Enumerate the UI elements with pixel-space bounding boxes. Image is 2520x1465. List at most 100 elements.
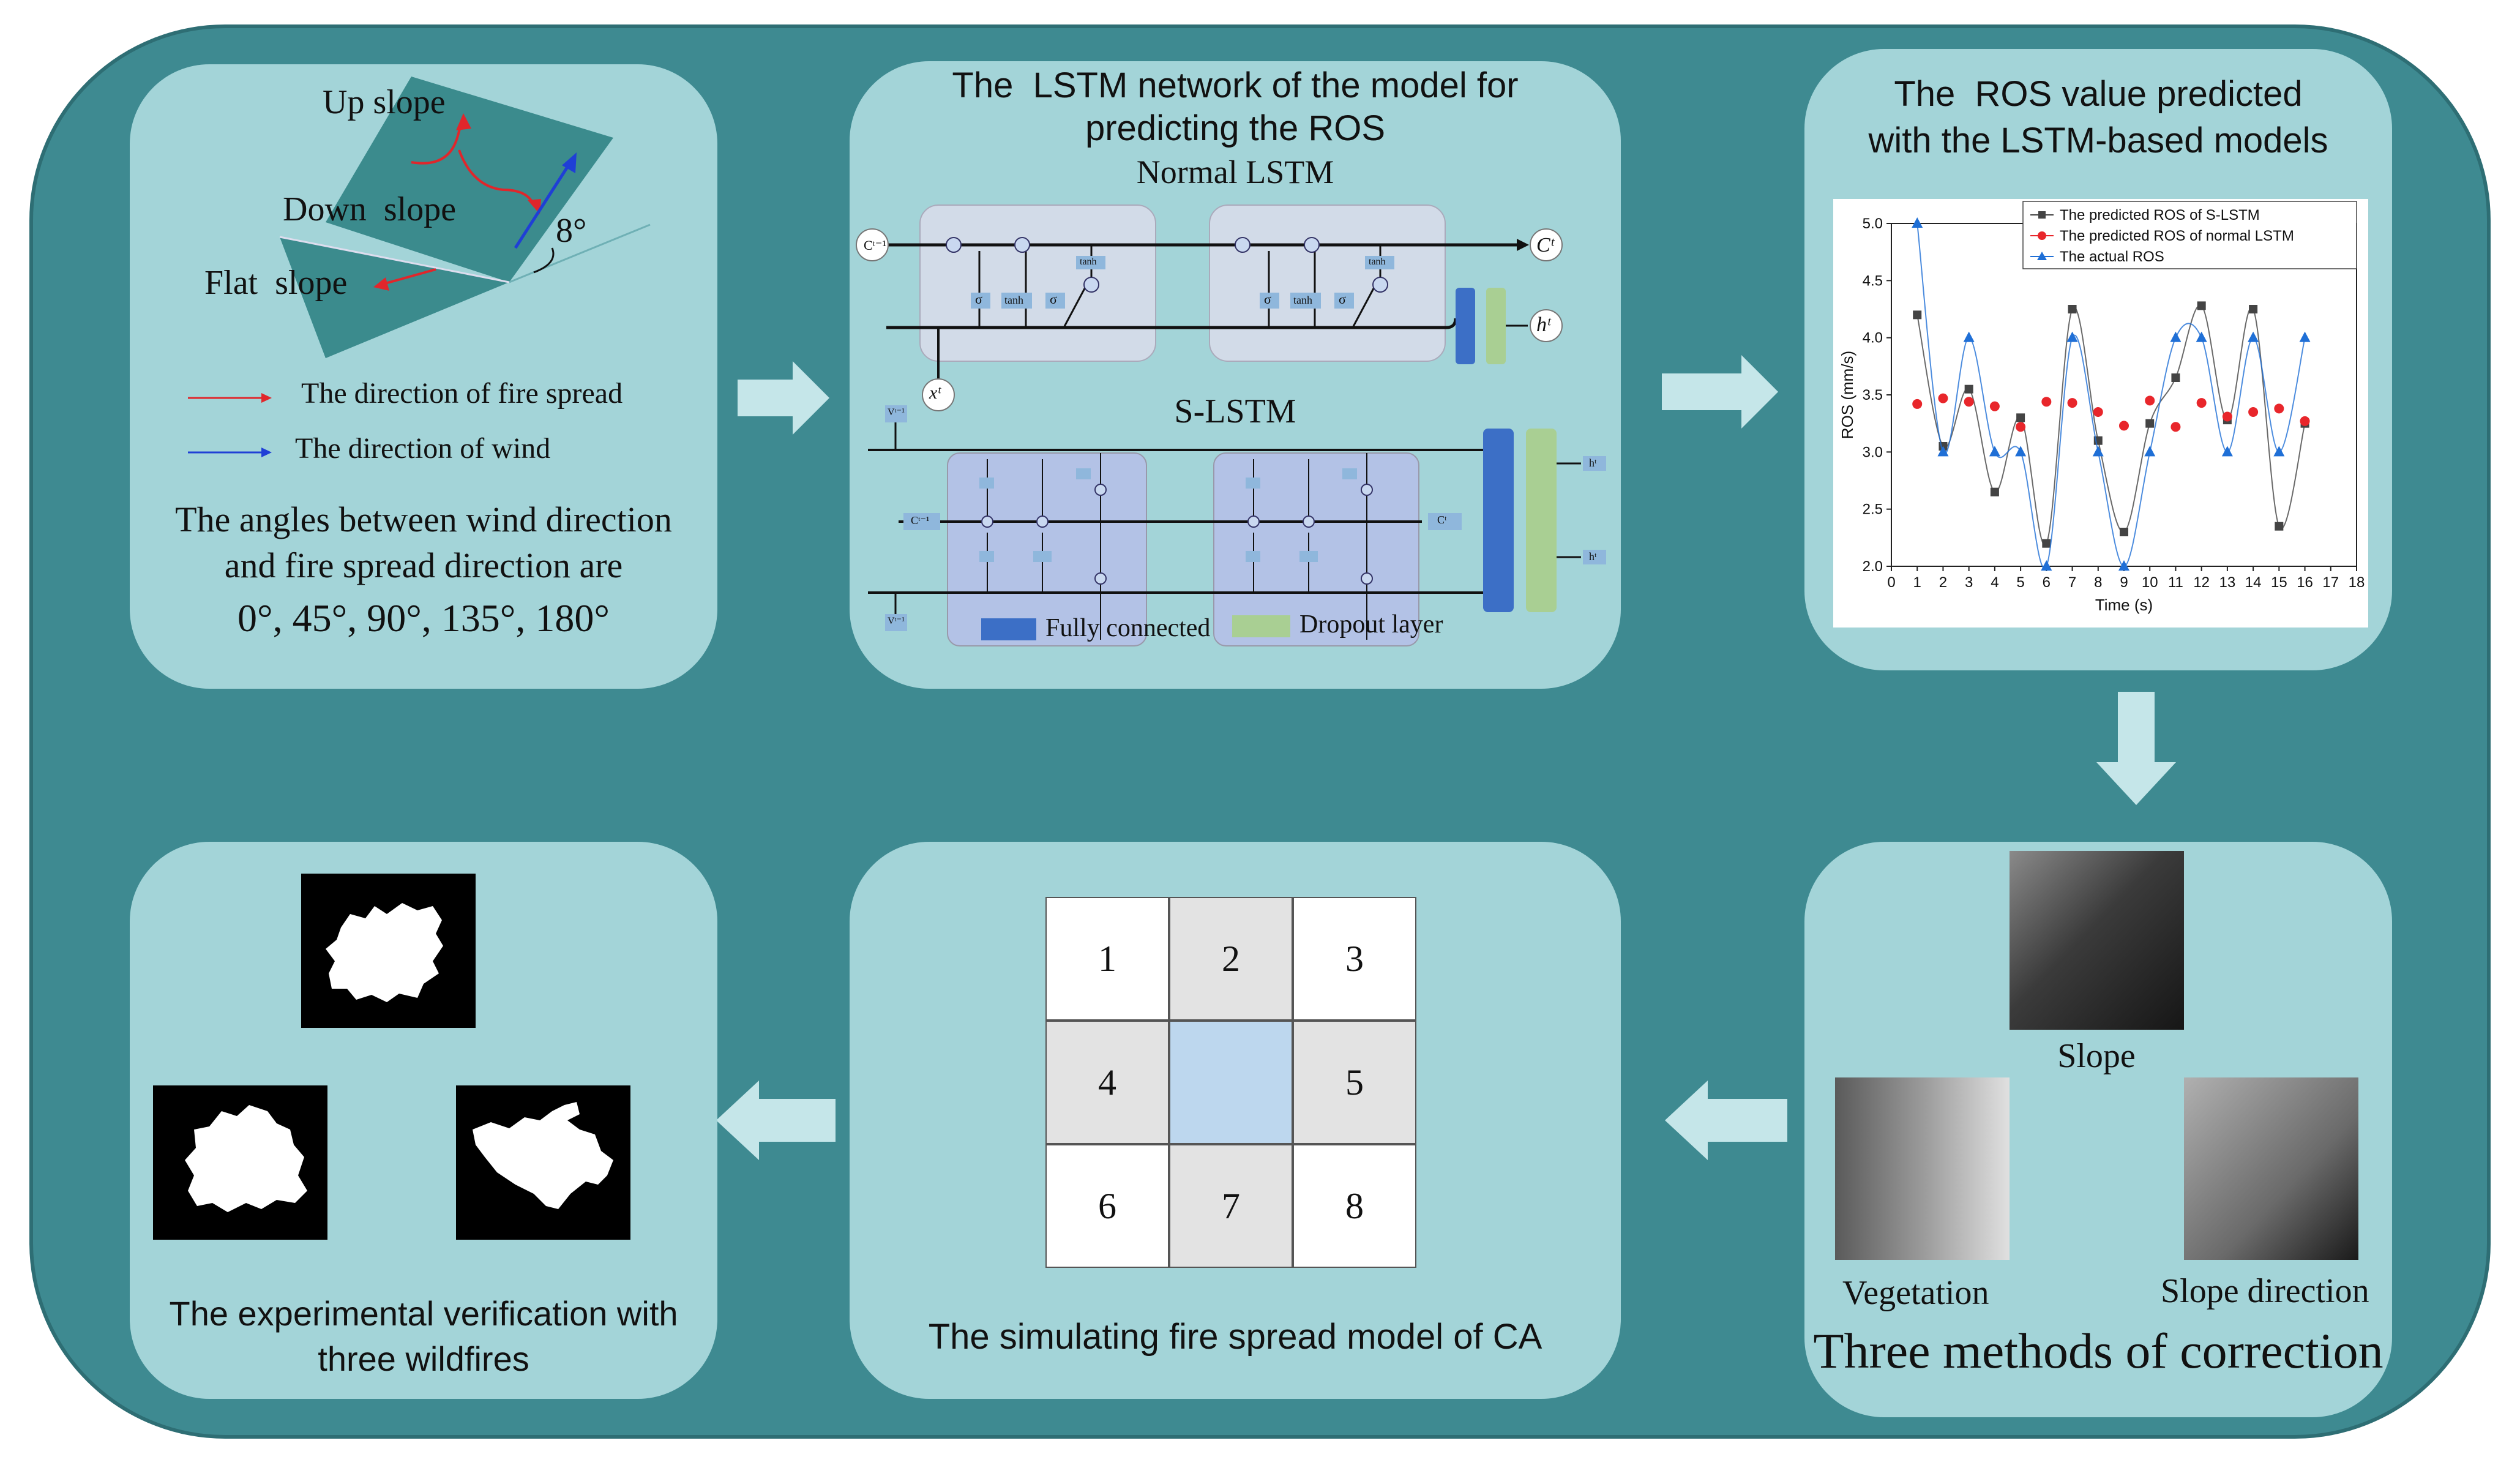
series-1-point <box>2171 373 2180 382</box>
series-2-point <box>1964 397 1974 407</box>
slope-raster-image <box>2010 851 2184 1030</box>
normal-lstm-title: Normal LSTM <box>1136 154 1334 190</box>
s-gate <box>1299 551 1318 562</box>
y-tick-label: 3.5 <box>1863 387 1883 403</box>
verify-caption-line2: three wildfires <box>318 1339 529 1378</box>
series-3-point <box>2221 446 2233 457</box>
series-2-point <box>2170 422 2181 432</box>
x-tick-label: 17 <box>2322 574 2339 591</box>
series-1-point <box>2145 419 2155 428</box>
h-t-node <box>1530 309 1563 342</box>
s-gate <box>1076 468 1091 479</box>
legend-fire-head <box>261 393 272 403</box>
cell-state-head <box>1517 239 1529 251</box>
series-1-point <box>1964 384 1973 394</box>
multiply-node <box>1235 237 1251 253</box>
legend-fire-text: The direction of fire spread <box>301 377 623 410</box>
lstm-title-line1: The LSTM network of the model for <box>952 66 1519 105</box>
wildfire-burn-area-1 <box>326 903 443 1002</box>
series-3-point <box>2015 446 2027 457</box>
tanh-gate-top <box>1076 256 1105 269</box>
up-slope-label: Up slope <box>323 83 446 121</box>
arrow-lstm-to-ros <box>1662 355 1778 429</box>
legend-box <box>2022 201 2357 269</box>
s-h-out-label-2: hᵗ <box>1589 550 1597 563</box>
series-3-point <box>1937 446 1949 457</box>
lstm-title-line2: predicting the ROS <box>1085 108 1386 148</box>
sigma-label-1: σ <box>975 291 982 307</box>
series-3-point <box>2144 446 2156 457</box>
ca-cell-3: 3 <box>1293 897 1416 1021</box>
series-3-point <box>2066 331 2078 342</box>
tanh-gate <box>1001 293 1032 309</box>
series-1-point <box>2068 305 2077 313</box>
vegetation-raster-image <box>1835 1077 2010 1260</box>
y-tick-label: 4.5 <box>1863 272 1883 289</box>
ca-cell-8: 8 <box>1293 1144 1416 1268</box>
x-tick-label: 16 <box>2297 574 2313 591</box>
series-3-point <box>2041 560 2052 571</box>
s-v-top-box <box>885 405 907 422</box>
wind-arrowhead <box>562 152 577 173</box>
correction-images <box>1835 851 2358 1260</box>
tanh-label-top-2: tanh <box>1369 257 1386 267</box>
ca-cell-1: 1 <box>1045 897 1169 1021</box>
ca-caption: The simulating fire spread model of CA <box>928 1317 1542 1357</box>
down-slope-label: Down slope <box>283 190 457 228</box>
series-1-point <box>1913 310 1922 320</box>
x-tick-label: 1 <box>1913 574 1921 591</box>
tanh-label-1: tanh <box>1004 294 1023 306</box>
wildfire-burn-area-3 <box>473 1102 613 1209</box>
arrow-ros-to-correction <box>2096 692 2176 805</box>
gate-line <box>1352 281 1378 328</box>
x-input-node <box>922 378 955 411</box>
series-1-point <box>2249 305 2258 313</box>
y-tick-label: 3.0 <box>1863 444 1883 460</box>
series-2-point <box>1912 399 1923 409</box>
series-2-point <box>2119 421 2129 431</box>
c-t-label: Cᵗ <box>1536 234 1554 257</box>
tanh-gate-top <box>1365 256 1394 269</box>
series-2-point <box>2041 397 2052 407</box>
legend-wind-head <box>261 448 272 457</box>
normal-cell-2 <box>1209 204 1446 362</box>
correction-panel: Slope Vegetation Slope direction Three m… <box>1804 842 2392 1417</box>
s-dropout-layer <box>1526 429 1557 612</box>
x-tick-label: 4 <box>1991 574 1998 591</box>
lstm-diagram <box>856 204 1606 646</box>
y-axis-label: ROS (mm/s) <box>1838 351 1856 439</box>
series-2-point <box>2196 398 2207 408</box>
slope-plane <box>326 77 613 282</box>
fire-flat-line <box>380 268 436 286</box>
legend-marker-3 <box>2037 252 2047 260</box>
series-2-point <box>2067 398 2077 408</box>
x-tick-label: 12 <box>2193 574 2210 591</box>
series-3-point <box>1912 217 1923 228</box>
legend-dropout-text: Dropout layer <box>1299 610 1443 639</box>
x-tick-label: 10 <box>2142 574 2158 591</box>
series-1-point <box>2275 522 2284 531</box>
s-gate <box>979 551 994 562</box>
h-t-label: hᵗ <box>1536 313 1550 336</box>
sigma-label-3: σ <box>1264 291 1271 307</box>
x-tick-label: 15 <box>2271 574 2287 591</box>
s-cell-1 <box>947 452 1147 646</box>
s-node <box>1247 515 1260 528</box>
s-v-bottom-label: Vᵗ⁻¹ <box>888 616 905 626</box>
series-2-point <box>2300 416 2310 426</box>
series-3-point <box>2273 446 2285 457</box>
s-node <box>1036 515 1049 528</box>
hidden-line-end <box>1400 318 1457 329</box>
series-3-point <box>1989 446 2000 457</box>
series-3-point <box>2299 331 2311 342</box>
x-tick-label: 18 <box>2349 574 2365 591</box>
series-3-point <box>2196 331 2207 342</box>
arrow-slope-to-lstm <box>738 361 829 435</box>
legend-entry-1: The predicted ROS of S-LSTM <box>2060 207 2260 223</box>
legend-entry-3: The actual ROS <box>2060 249 2164 265</box>
ca-cell-2: 2 <box>1169 897 1293 1021</box>
ca-grid: 1 2 3 4 5 6 7 8 <box>1045 897 1416 1268</box>
ca-cell-7: 7 <box>1169 1144 1293 1268</box>
s-c-t-label: Cᵗ <box>1437 514 1447 526</box>
